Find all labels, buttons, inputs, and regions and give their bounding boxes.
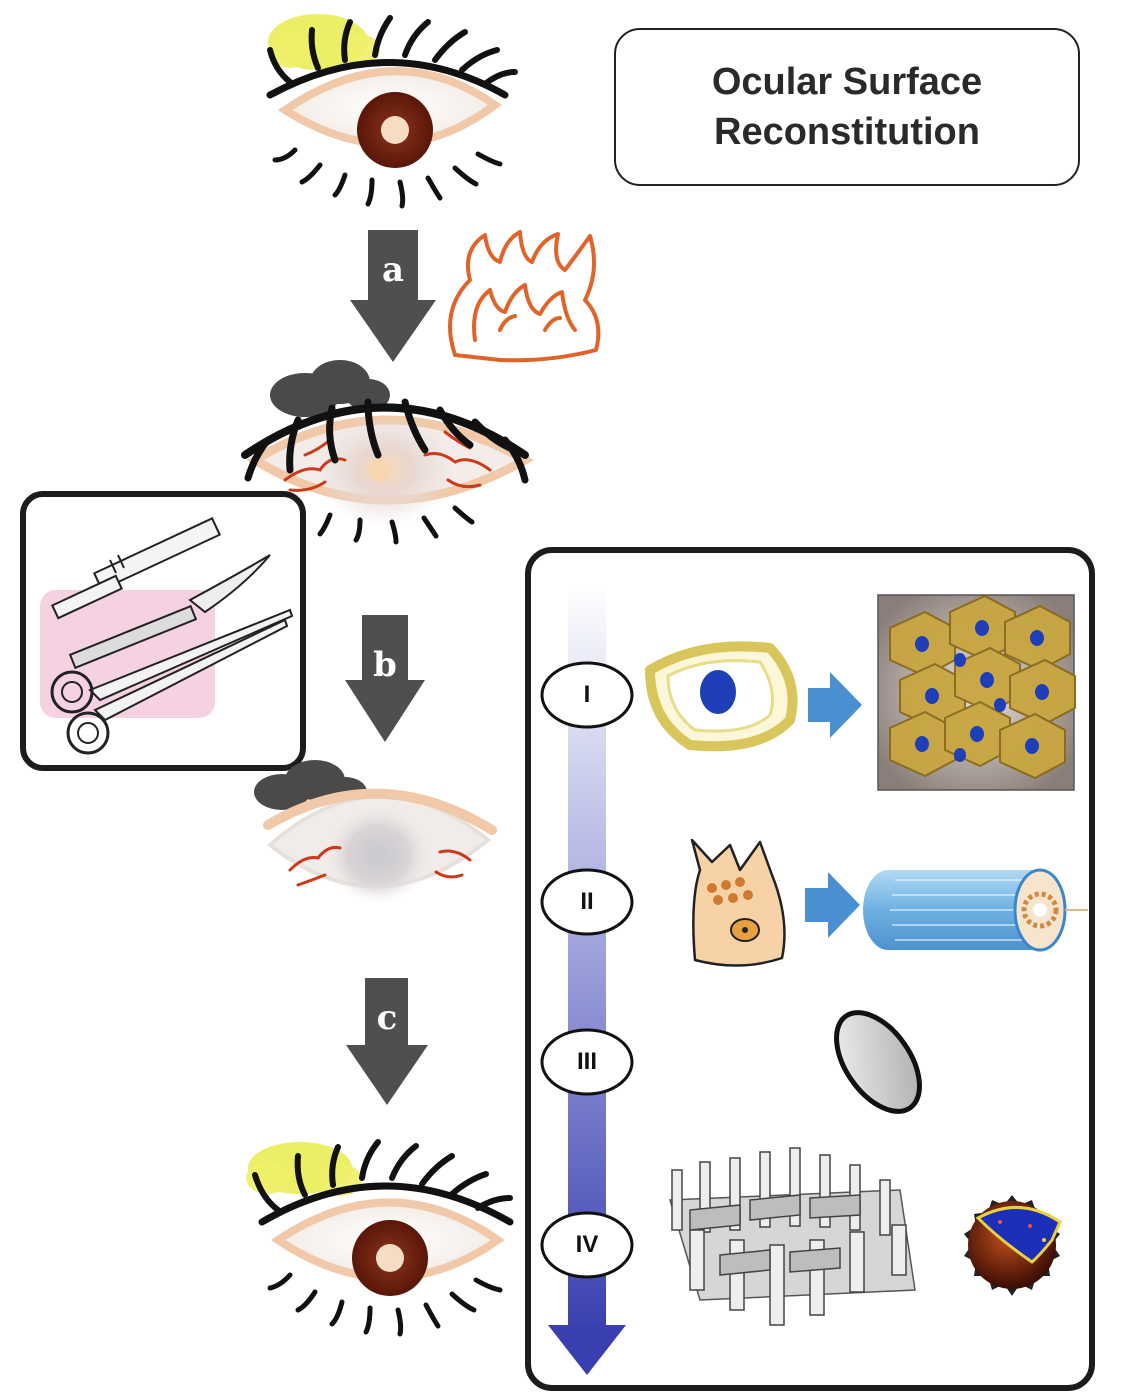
title-line-2: Reconstitution [714, 107, 980, 157]
restored-eye-icon [246, 1142, 510, 1334]
step-c-label: c [357, 998, 417, 1038]
stage-label-I: I [542, 681, 632, 709]
flame-icon [450, 232, 598, 360]
scarred-eye-icon [254, 760, 492, 903]
stage-label-IV: IV [542, 1231, 632, 1259]
step-a-label: a [363, 250, 423, 290]
epithelial-sheet-icon [878, 595, 1075, 790]
step-b-label: b [355, 645, 415, 685]
epithelial-cell-icon [650, 646, 793, 746]
healthy-eye-icon [268, 14, 515, 206]
surgical-tools-icon [23, 494, 303, 768]
stage-label-III: III [542, 1048, 632, 1076]
stage-label-II: II [542, 888, 632, 916]
title-line-1: Ocular Surface [712, 57, 982, 107]
nanofiber-scaffold-icon [863, 870, 1088, 950]
title-box: Ocular Surface Reconstitution [614, 28, 1080, 186]
